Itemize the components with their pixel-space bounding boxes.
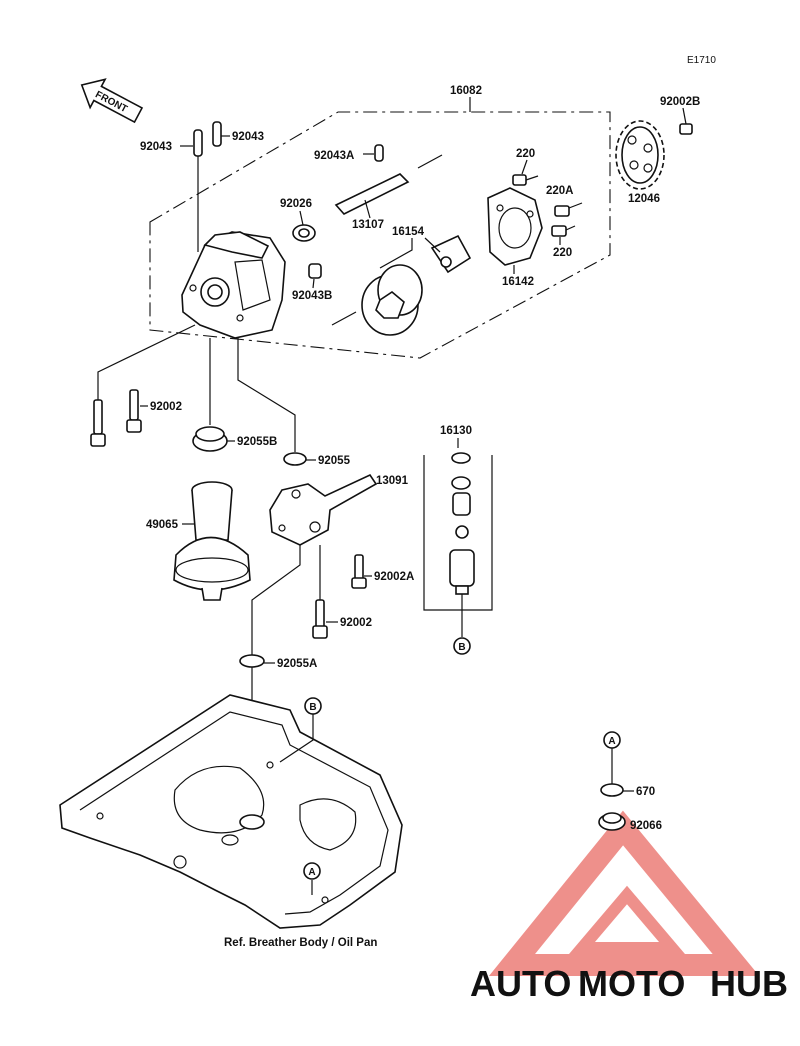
watermark-hub: HUB xyxy=(710,963,788,1004)
watermark-auto: AUTO xyxy=(470,963,571,1004)
assembly-direction-arrow xyxy=(417,154,443,169)
ref-circle-a-right: A xyxy=(603,731,621,749)
pin-92043B xyxy=(308,263,322,279)
leader-16154-a xyxy=(379,238,413,269)
inner-rotor-16154 xyxy=(430,234,472,274)
ref-circle-b-pan: B xyxy=(304,697,322,715)
leader-220-top xyxy=(521,159,528,175)
watermark-text: AUTO MOTO HUB xyxy=(470,963,788,1004)
bolt-92002-lower xyxy=(312,599,328,639)
pump-cover-16142 xyxy=(487,187,543,266)
oil-strainer-49065 xyxy=(173,481,251,601)
bolt-92002-upper-left xyxy=(90,399,106,447)
label-92066: 92066 xyxy=(630,820,662,832)
leader-92026 xyxy=(299,210,304,226)
watermark-moto: MOTO xyxy=(578,963,685,1004)
label-16130: 16130 xyxy=(440,425,472,437)
oil-pump-body xyxy=(181,231,286,339)
label-16082: 16082 xyxy=(450,85,482,97)
label-92026: 92026 xyxy=(280,198,312,210)
front-arrow-icon: FRONT xyxy=(80,78,144,124)
label-16154: 16154 xyxy=(392,226,425,238)
washer-670 xyxy=(600,783,624,797)
drain-plug-92066 xyxy=(598,812,626,831)
label-16142: 16142 xyxy=(502,276,534,288)
bolt-92002-upper-right xyxy=(126,389,142,433)
label-13091: 13091 xyxy=(376,475,409,487)
outer-rotor xyxy=(361,264,423,336)
o-ring-92055A xyxy=(239,654,265,668)
bolt-220-top xyxy=(512,174,539,186)
leader-13107 xyxy=(364,199,371,219)
ref-circle-b-pump: B xyxy=(453,637,471,655)
label-92055B: 92055B xyxy=(237,436,277,448)
label-92043-right: 92043 xyxy=(232,131,264,143)
leader-92055A xyxy=(251,545,301,655)
label-220A: 220A xyxy=(546,185,574,197)
svg-text:A: A xyxy=(608,736,615,747)
leader-b-pan xyxy=(279,712,314,763)
label-13107: 13107 xyxy=(352,219,384,231)
oil-pipe-13091 xyxy=(269,473,378,546)
label-92043B: 92043B xyxy=(292,290,332,302)
svg-text:B: B xyxy=(458,642,465,653)
leader-92043B xyxy=(312,278,315,289)
label-92043-left: 92043 xyxy=(140,141,172,153)
leader-92002-upper xyxy=(97,324,196,400)
leader-92055 xyxy=(237,338,296,452)
bolt-220A xyxy=(554,202,583,217)
svg-text:B: B xyxy=(309,702,316,713)
diagram-code: E1710 xyxy=(687,55,716,66)
label-670: 670 xyxy=(636,786,655,798)
svg-text:A: A xyxy=(308,867,315,878)
sprocket-12046 xyxy=(615,120,665,190)
label-92043A: 92043A xyxy=(314,150,354,162)
label-220-bottom: 220 xyxy=(553,247,572,259)
assembly-direction-arrow-2 xyxy=(331,311,357,326)
label-220-top: 220 xyxy=(516,148,535,160)
dowel-pin-92043-right xyxy=(212,121,222,147)
relief-valve-16130 xyxy=(423,452,493,637)
oil-pan-reference xyxy=(59,694,403,929)
dowel-pin-92043-left xyxy=(193,129,203,157)
bolt-92002B xyxy=(679,123,693,135)
reference-caption: Ref. Breather Body / Oil Pan xyxy=(224,937,377,949)
leader-16154-b xyxy=(424,237,441,253)
label-92055: 92055 xyxy=(318,455,351,467)
label-12046: 12046 xyxy=(628,193,660,205)
pump-assembly-boundary xyxy=(149,111,611,359)
label-92055A: 92055A xyxy=(277,658,317,670)
bolt-92002A xyxy=(351,554,367,589)
o-ring-92055B xyxy=(192,426,228,452)
pump-shaft-13107 xyxy=(334,173,410,215)
oil-seal-92026 xyxy=(292,224,316,242)
label-49065: 49065 xyxy=(146,519,179,531)
pin-92043A xyxy=(374,144,384,162)
label-92002A: 92002A xyxy=(374,571,414,583)
label-92002B: 92002B xyxy=(660,96,700,108)
label-92002-lower: 92002 xyxy=(340,617,372,629)
label-92002-upper: 92002 xyxy=(150,401,182,413)
o-ring-92055 xyxy=(283,452,307,466)
ref-circle-a-pan: A xyxy=(303,862,321,880)
bolt-220-bottom xyxy=(551,225,576,237)
watermark-logo xyxy=(488,810,760,976)
leader-92002B xyxy=(682,107,687,125)
